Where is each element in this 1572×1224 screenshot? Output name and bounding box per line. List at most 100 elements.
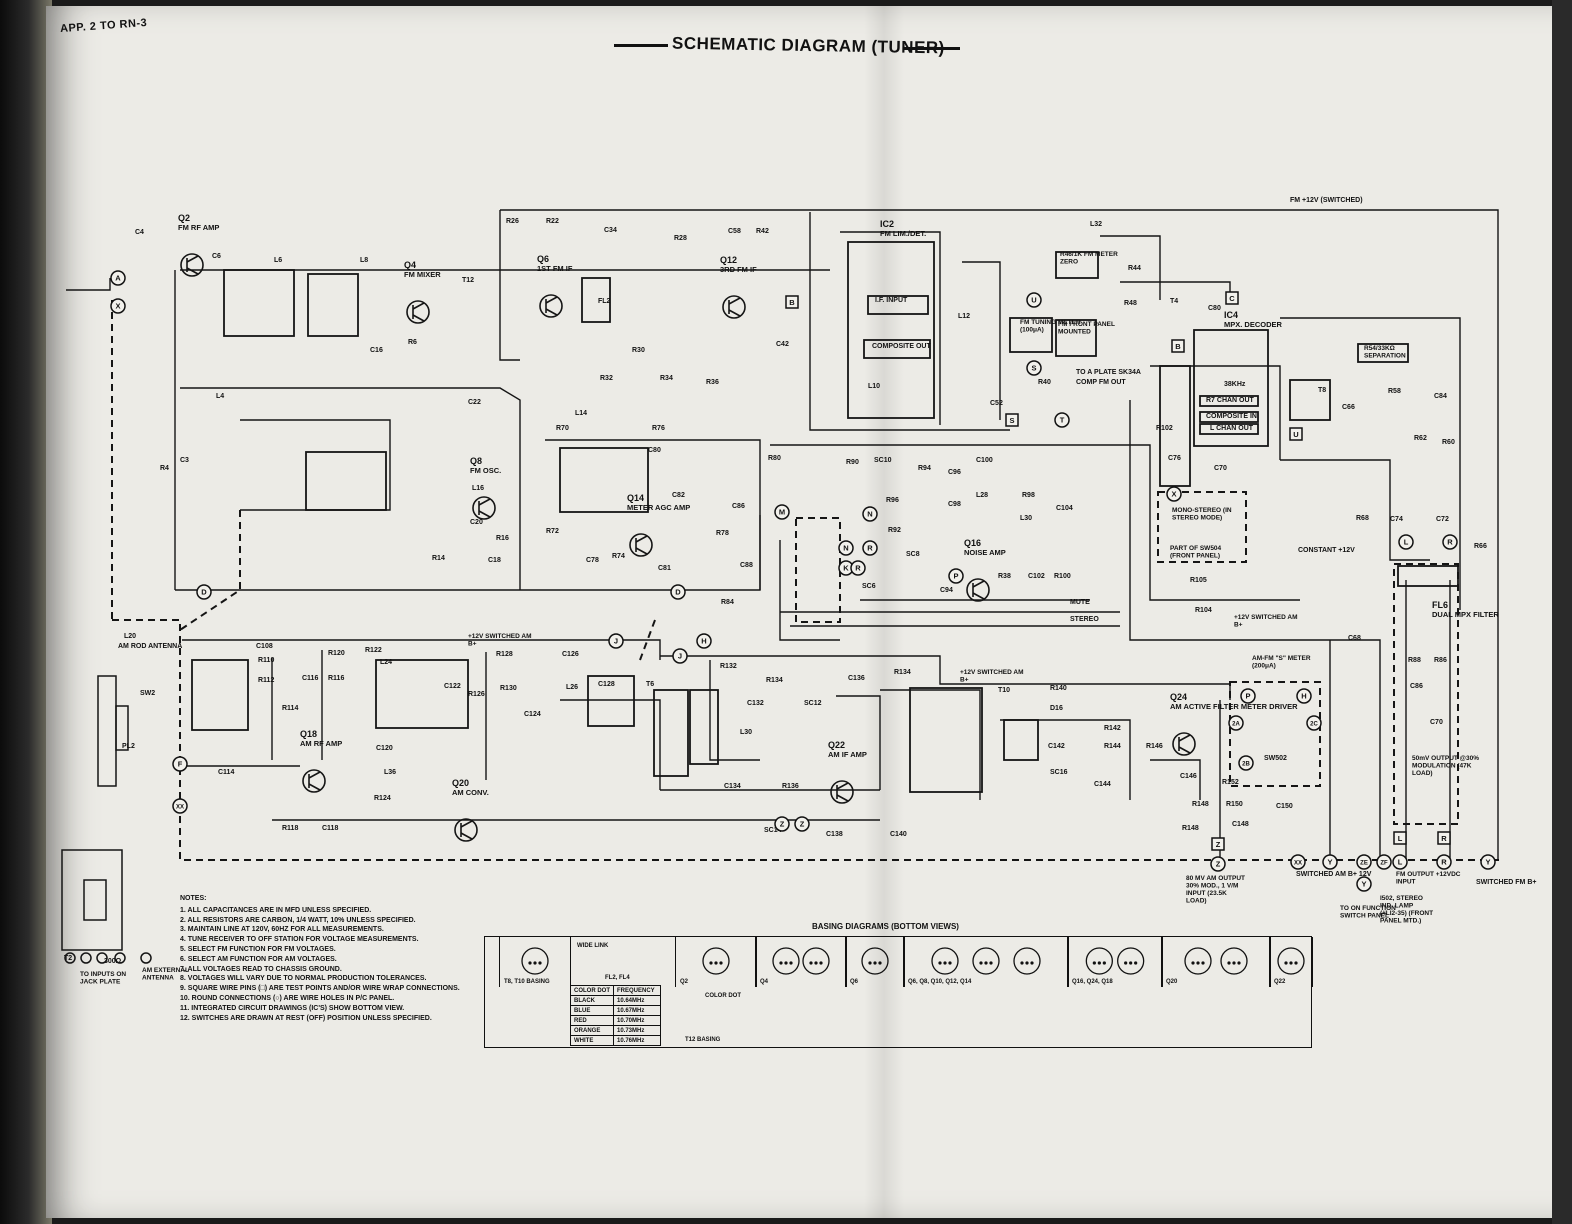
transistor-symbol	[472, 496, 496, 520]
basing-outline	[802, 947, 830, 975]
transistor-symbol	[302, 769, 326, 793]
component-label: T8	[1318, 387, 1326, 394]
note-line: 12. SWITCHES ARE DRAWN AT REST (OFF) POS…	[180, 1014, 432, 1022]
component-designator: Q24	[1170, 692, 1187, 702]
test-point-circle	[1398, 534, 1414, 550]
component-label: L26	[566, 684, 578, 691]
basing-pin	[1025, 961, 1029, 965]
component-label: R114	[282, 705, 298, 712]
test-point-circle	[196, 584, 212, 600]
component-label: R22	[546, 218, 559, 225]
component-label: R102	[1156, 425, 1173, 432]
square-pin	[1171, 339, 1185, 353]
component-label: R134	[766, 677, 783, 684]
square-pin	[1005, 413, 1019, 427]
table-row: WHITE 10.76MHz	[570, 1035, 661, 1046]
component-label: R30	[632, 347, 645, 354]
component-label: R118	[282, 825, 298, 832]
test-point-label: P	[953, 572, 958, 581]
transistor-emitter	[186, 267, 199, 275]
component-label: AM-FM "S" METER(200μA)	[1252, 655, 1311, 670]
frequency-cell: 10.73MHz	[613, 1025, 661, 1036]
component-label: R70	[556, 425, 569, 432]
square-pin-label: L	[1398, 834, 1403, 843]
component-label: R26	[506, 218, 519, 225]
component-label: C88	[740, 562, 753, 569]
test-point-label: N	[843, 544, 848, 553]
basing-pinout	[861, 947, 889, 975]
component-label: L12	[958, 313, 970, 320]
test-point-circle	[862, 506, 878, 522]
component-designator: Q20	[452, 778, 469, 788]
basing-cell-label: Q6, Q8, Q10, Q12, Q14	[908, 979, 972, 985]
component-label: R148	[1192, 801, 1209, 808]
component-label: R42	[756, 228, 769, 235]
component-function: 3RD FM IF	[720, 265, 757, 274]
component-label: R6	[408, 339, 417, 346]
component-label: L28	[976, 492, 988, 499]
component-label: R110	[258, 657, 274, 664]
component-label: C116	[302, 675, 318, 682]
component-label: L10	[868, 383, 880, 390]
component-designator: Q18	[300, 729, 317, 739]
basing-pin	[1294, 961, 1298, 965]
component-label: R90	[846, 459, 859, 466]
component-label: L6	[274, 257, 282, 264]
color-dot-label: COLOR DOT	[705, 993, 741, 999]
test-point-label: T	[1060, 416, 1065, 425]
component-label: SC14	[764, 827, 782, 834]
component-label: SWITCHED AM B+ 12V	[1296, 871, 1372, 878]
test-point-label: R	[1441, 858, 1447, 867]
test-point-circle	[172, 756, 188, 772]
table-row: BLUE 10.67MHz	[570, 1005, 661, 1016]
transistor-symbol	[180, 253, 204, 277]
test-point-circle	[1322, 854, 1338, 870]
test-point-circle	[1376, 854, 1392, 870]
transistor-emitter	[545, 308, 558, 316]
note-line: 5. SELECT FM FUNCTION FOR FM VOLTAGES.	[180, 945, 336, 953]
basing-pin	[1134, 961, 1138, 965]
basing-pin	[868, 961, 872, 965]
basing-pin	[1191, 961, 1195, 965]
component-label: R44	[1128, 265, 1141, 272]
component-label: R130	[500, 685, 517, 692]
component-designator: Q6	[537, 254, 549, 264]
component-label: AM ROD ANTENNA	[118, 643, 182, 650]
component-label: C138	[826, 831, 843, 838]
test-point-label: F	[178, 760, 183, 769]
square-pin	[1437, 831, 1451, 845]
basing-pin	[784, 961, 788, 965]
component-label: R32	[600, 375, 613, 382]
test-point-label: R	[855, 564, 861, 573]
component-label: C72	[1436, 516, 1449, 523]
basing-pin	[984, 961, 988, 965]
basing-pin	[948, 961, 952, 965]
component-label: C100	[976, 457, 993, 464]
component-label: C96	[948, 469, 961, 476]
color-cell: ORANGE	[570, 1025, 614, 1036]
test-point-label: J	[678, 652, 682, 661]
component-label: C70	[1430, 719, 1443, 726]
component-label: C122	[444, 683, 461, 690]
frequency-cell: 10.70MHz	[613, 1015, 661, 1026]
test-point-circle	[1296, 688, 1312, 704]
component-function: FM MIXER	[404, 270, 441, 279]
page-right-edge	[1552, 0, 1572, 1224]
component-label: R78	[716, 530, 729, 537]
jack-plate	[61, 675, 152, 964]
component-label: R80	[768, 455, 781, 462]
component-label: R144	[1104, 743, 1121, 750]
test-point-label: R	[1447, 538, 1453, 547]
test-point-label: D	[675, 588, 681, 597]
test-point-circle	[172, 798, 188, 814]
basing-cell-label: Q4	[760, 979, 769, 985]
test-point-label: A	[115, 274, 121, 283]
basing-pin	[538, 961, 542, 965]
transistor-emitter	[478, 510, 491, 518]
component-designator: Q8	[470, 456, 482, 466]
transistor-symbol	[966, 578, 990, 602]
